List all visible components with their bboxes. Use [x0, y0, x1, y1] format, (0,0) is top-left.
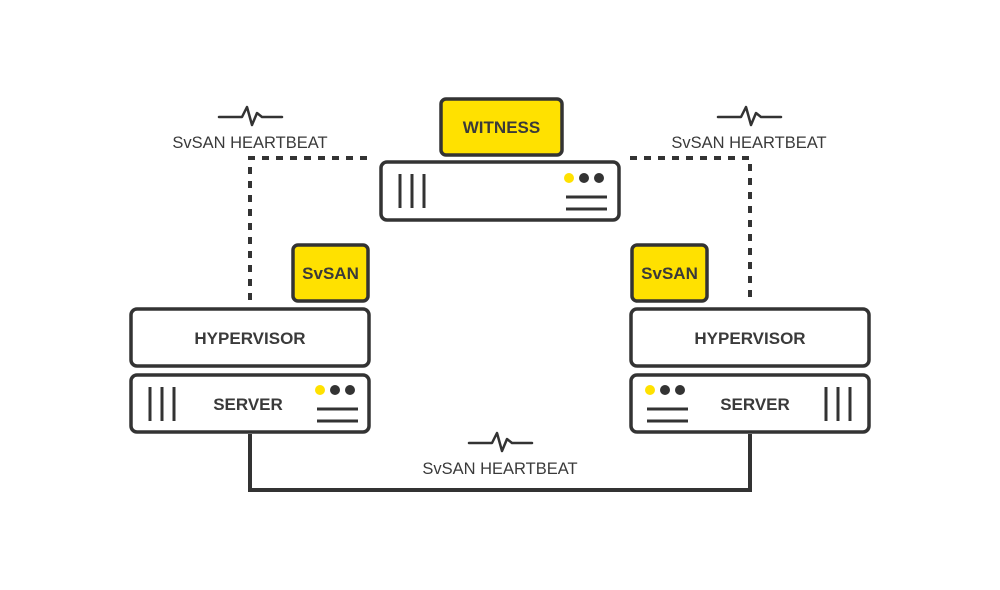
witness-label: WITNESS — [463, 118, 540, 137]
witness-badge — [439, 97, 564, 157]
drive-bay-lines-icon — [647, 407, 688, 423]
svsan-badge-right — [630, 243, 709, 303]
svsan-label-right: SvSAN — [641, 264, 698, 283]
heartbeat-label-right: SvSAN HEARTBEAT — [671, 134, 826, 152]
witness-node: WITNESS — [379, 97, 621, 222]
hypervisor-label-left: HYPERVISOR — [194, 329, 305, 348]
left-heartbeat-link — [248, 156, 370, 300]
witness-server — [379, 160, 621, 222]
drive-bay-lines-icon — [566, 195, 607, 211]
right-node: SvSAN HYPERVISOR SERVER — [629, 243, 871, 434]
status-led-icon — [645, 385, 685, 395]
heartbeat-label-bottom: SvSAN HEARTBEAT — [422, 460, 577, 478]
svsan-label-left: SvSAN — [302, 264, 359, 283]
heartbeat-left: SvSAN HEARTBEAT — [172, 105, 328, 152]
server-vents-icon — [398, 174, 426, 208]
hypervisor-left — [129, 307, 371, 368]
heartbeat-label-left: SvSAN HEARTBEAT — [172, 134, 327, 152]
status-led-icon — [564, 173, 604, 183]
heartbeat-pulse-icon — [467, 431, 534, 453]
server-right — [629, 373, 871, 434]
server-left — [129, 373, 371, 434]
right-heartbeat-link — [630, 156, 752, 300]
drive-bay-lines-icon — [317, 407, 358, 423]
heartbeat-pulse-icon — [217, 105, 284, 127]
hypervisor-right — [629, 307, 871, 368]
connection-lines — [248, 156, 752, 492]
bottom-heartbeat-link — [248, 434, 752, 492]
server-label-left: SERVER — [213, 395, 283, 414]
server-label-right: SERVER — [720, 395, 790, 414]
heartbeat-pulse-icon — [716, 105, 783, 127]
heartbeat-bottom: SvSAN HEARTBEAT — [422, 431, 578, 478]
svsan-badge-left — [291, 243, 370, 303]
server-vents-icon — [824, 387, 852, 421]
heartbeat-right: SvSAN HEARTBEAT — [671, 105, 827, 152]
hypervisor-label-right: HYPERVISOR — [694, 329, 805, 348]
left-node: SvSAN HYPERVISOR SERVER — [129, 243, 371, 434]
status-led-icon — [315, 385, 355, 395]
server-vents-icon — [148, 387, 176, 421]
